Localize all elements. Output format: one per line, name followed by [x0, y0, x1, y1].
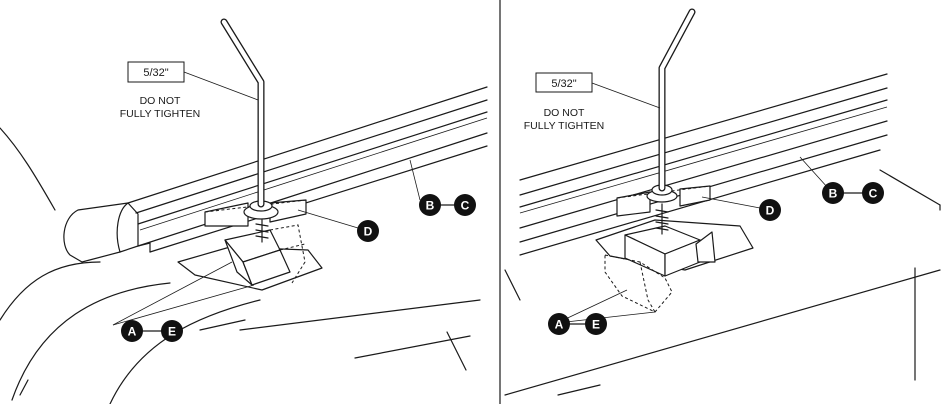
tighten-note-line2: FULLY TIGHTEN	[524, 120, 605, 132]
callout-d: D	[357, 220, 379, 242]
tool-size-text: 5/32"	[143, 67, 168, 79]
callout-d: D	[759, 199, 781, 221]
svg-text:E: E	[168, 325, 176, 339]
right-panel: 5/32" DO NOT FULLY TIGHTEN B C D	[504, 8, 941, 396]
tool-size-text: 5/32"	[551, 78, 576, 90]
clamp-bracket-alt-position	[604, 254, 673, 313]
callout-b: B	[822, 182, 844, 204]
callout-c: C	[454, 194, 476, 216]
svg-text:D: D	[364, 225, 373, 239]
callout-b: B	[419, 194, 441, 216]
callout-a: A	[121, 320, 143, 342]
clamp-plate	[616, 185, 711, 217]
svg-text:E: E	[592, 318, 600, 332]
tighten-note-line1: DO NOT	[140, 95, 181, 107]
truck-bed-outline	[504, 169, 941, 396]
rail-profile	[519, 73, 888, 256]
clamp-bracket	[624, 225, 716, 277]
callout-c: C	[862, 182, 884, 204]
svg-text:B: B	[426, 199, 435, 213]
left-panel: 5/32" DO NOT FULLY TIGHTEN B C D	[0, 18, 488, 404]
allen-wrench	[646, 8, 696, 235]
svg-text:D: D	[766, 204, 775, 218]
clamp-plate	[204, 199, 307, 227]
callout-e: E	[585, 313, 607, 335]
allen-wrench	[220, 18, 279, 243]
tool-size-label: 5/32"	[127, 61, 259, 101]
callout-a: A	[548, 313, 570, 335]
callout-e: E	[161, 320, 183, 342]
rail-end-cap	[63, 202, 139, 263]
leader-lines	[112, 159, 466, 332]
svg-text:A: A	[555, 318, 564, 332]
tighten-note-line1: DO NOT	[544, 107, 585, 119]
svg-text:A: A	[128, 325, 137, 339]
tool-size-label: 5/32"	[535, 72, 661, 109]
tighten-note-line2: FULLY TIGHTEN	[120, 108, 201, 120]
svg-text:C: C	[869, 187, 878, 201]
svg-text:B: B	[829, 187, 838, 201]
rail-profile	[127, 86, 488, 253]
svg-text:C: C	[461, 199, 470, 213]
